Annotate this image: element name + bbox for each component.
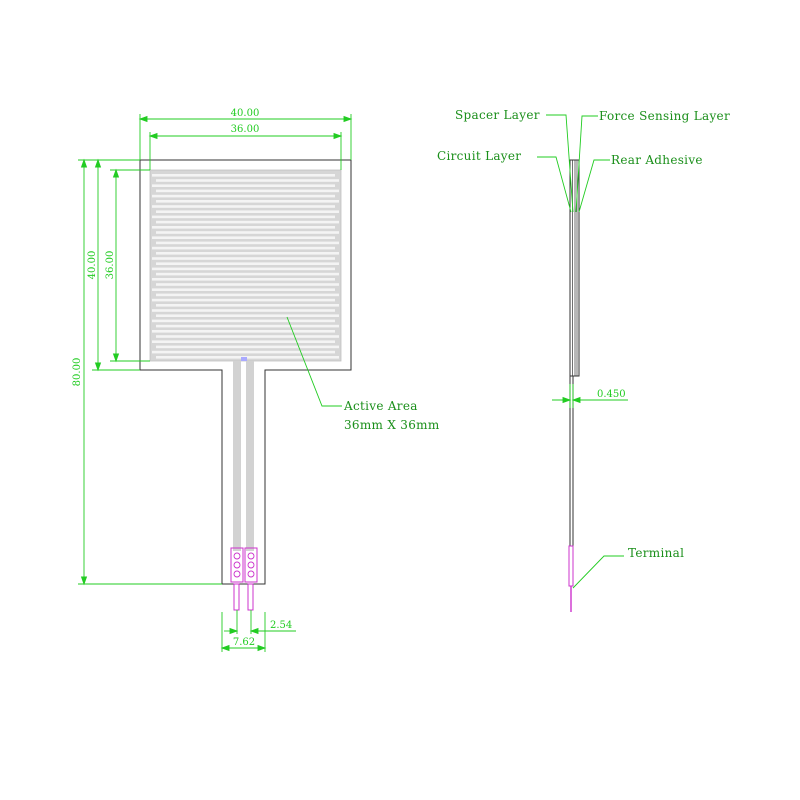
label-rear-adhesive: Rear Adhesive (611, 153, 703, 167)
trace-finger (152, 246, 335, 250)
dim-length-total (78, 158, 222, 586)
dim-width-outer (138, 114, 353, 160)
trace-finger (156, 210, 339, 213)
dim-height-outer-label: 40.00 (87, 251, 98, 280)
label-terminal: Terminal (628, 546, 684, 560)
label-spacer-layer: Spacer Layer (455, 108, 540, 122)
leader-circuit-layer (537, 156, 572, 213)
tail-trace-right (246, 361, 254, 551)
trace-finger (156, 189, 339, 193)
trace-finger (152, 226, 335, 229)
trace-finger (156, 283, 339, 286)
trace-finger (156, 335, 339, 338)
trace-finger (152, 288, 335, 291)
trace-finger (156, 200, 339, 203)
trace-finger (152, 257, 335, 260)
tail-connector (241, 357, 247, 361)
trace-finger (156, 272, 339, 276)
trace-finger (152, 278, 335, 281)
dim-height-active (110, 168, 150, 363)
tail-trace-left (233, 361, 241, 551)
dim-pin-spacing-label: 2.54 (270, 620, 292, 631)
trace-finger (152, 319, 335, 323)
trace-finger (152, 236, 335, 239)
trace-finger (156, 293, 339, 297)
active-area-size: 36mm X 36mm (344, 418, 440, 432)
trace-finger (152, 330, 335, 333)
trace-finger (152, 350, 335, 354)
trace-finger (152, 215, 335, 219)
dim-terminal-width-label: 7.62 (233, 637, 255, 648)
trace-finger (156, 304, 339, 307)
dim-length-total-label: 80.00 (72, 358, 83, 387)
leader-terminal (572, 555, 624, 589)
trace-finger (152, 194, 335, 198)
dim-width-outer-label: 40.00 (231, 108, 260, 119)
trace-finger (152, 309, 335, 312)
trace-finger (152, 340, 335, 343)
trace-finger (156, 356, 339, 359)
trace-finger (156, 345, 339, 349)
dim-height-active-label: 36.00 (105, 251, 116, 280)
active-area-leader (286, 316, 342, 407)
dim-thickness-label: 0.450 (597, 389, 626, 400)
front-view: 40.00 36.00 40.00 36.00 (72, 108, 440, 652)
trace-finger (156, 231, 339, 234)
trace-finger (156, 179, 339, 182)
side-view: Spacer Layer Force Sensing Layer Circuit… (437, 108, 730, 612)
leader-rear-adhesive (578, 159, 610, 213)
trace-finger (152, 267, 335, 271)
dim-thickness (552, 384, 628, 408)
trace-finger (156, 241, 339, 245)
dim-pin-spacing (224, 610, 296, 635)
active-area-label: Active Area (343, 399, 418, 413)
side-layer-stack (569, 159, 580, 377)
dim-terminal-width (220, 612, 267, 652)
trace-finger (156, 324, 339, 328)
terminal-right (244, 547, 258, 611)
trace-finger (156, 252, 339, 255)
trace-finger (156, 314, 339, 317)
label-force-sensing-layer: Force Sensing Layer (599, 109, 730, 123)
trace-finger (152, 174, 335, 177)
trace-finger (156, 262, 339, 265)
leader-force-sensing-layer (575, 115, 598, 213)
trace-finger (152, 205, 335, 208)
trace-finger (152, 298, 335, 302)
terminal-left (230, 547, 244, 611)
trace-finger (152, 184, 335, 187)
side-terminal (568, 545, 574, 612)
label-circuit-layer: Circuit Layer (437, 149, 521, 163)
dim-width-active (148, 132, 343, 170)
active-area-traces (152, 174, 339, 359)
trace-finger (156, 220, 339, 224)
dim-width-active-label: 36.00 (231, 124, 260, 135)
leader-spacer-layer (546, 114, 574, 213)
